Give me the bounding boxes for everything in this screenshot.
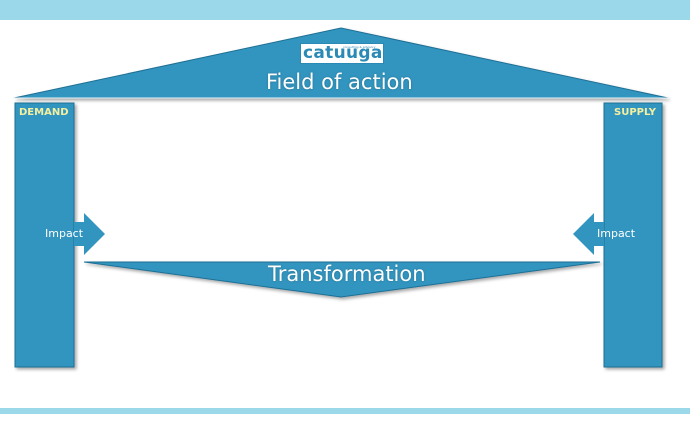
demand-impact-label: Impact	[45, 227, 84, 240]
supply-impact-label: Impact	[597, 227, 636, 240]
transformation-title: Transformation	[268, 262, 426, 286]
supply-impact-arrow	[573, 213, 604, 255]
demand-impact-arrow	[74, 213, 105, 255]
demand-label: DEMAND	[19, 107, 69, 118]
supply-pillar	[603, 102, 663, 368]
bottom-accent-band	[0, 408, 690, 414]
top-accent-band	[0, 0, 690, 20]
transformation-shape	[83, 261, 601, 298]
roof-title: Field of action	[266, 70, 413, 94]
logo-tagline: consulting & advisory	[343, 45, 376, 49]
catuuga-logo: catuuga consulting & advisory	[300, 43, 384, 64]
supply-label: SUPPLY	[614, 107, 657, 118]
logo-wordmark: catuuga	[303, 43, 383, 63]
demand-pillar	[14, 102, 75, 368]
